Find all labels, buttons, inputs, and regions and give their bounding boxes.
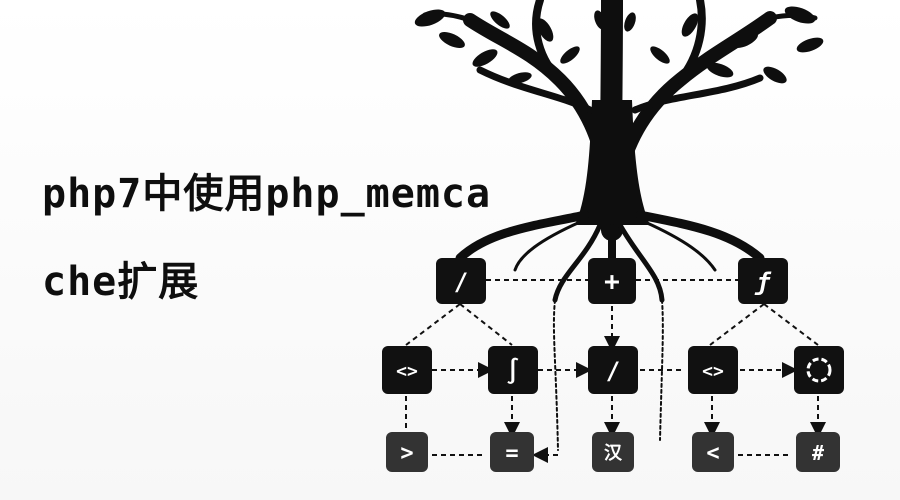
node-mid-4: <> bbox=[688, 346, 738, 394]
diagram-connectors bbox=[405, 279, 826, 463]
node-bottom-1: > bbox=[386, 432, 428, 472]
node-mid-1: <> bbox=[382, 346, 432, 394]
node-mid-5 bbox=[794, 346, 844, 394]
function-icon: ƒ bbox=[754, 268, 772, 296]
title-line-1: php7中使用php_memca bbox=[42, 171, 492, 217]
hash-icon: # bbox=[812, 441, 824, 465]
less-than-icon: < bbox=[706, 441, 719, 466]
node-bottom-3: 汉 bbox=[592, 432, 634, 472]
plus-icon: + bbox=[604, 267, 620, 297]
code-brackets-icon: <> bbox=[702, 361, 724, 382]
node-mid-3: / bbox=[588, 346, 638, 394]
tree-roots bbox=[455, 210, 765, 451]
article-title: php7中使用php_memca che扩展 bbox=[42, 150, 512, 326]
slash-icon: / bbox=[606, 357, 620, 385]
slash-icon: / bbox=[454, 268, 468, 296]
node-bottom-5: # bbox=[796, 432, 840, 472]
node-mid-2: ∫ bbox=[488, 346, 538, 394]
angle-brackets-icon: <> bbox=[396, 361, 418, 382]
tree-trunk bbox=[575, 100, 650, 225]
node-bottom-4: < bbox=[692, 432, 734, 472]
glyph-icon: 汉 bbox=[604, 443, 623, 464]
refresh-circle-icon bbox=[806, 357, 832, 383]
node-top-2: + bbox=[588, 258, 636, 304]
greater-than-icon: > bbox=[400, 441, 413, 466]
node-top-3: ƒ bbox=[738, 258, 788, 304]
node-bottom-2: = bbox=[490, 432, 534, 472]
node-top-1: / bbox=[436, 258, 486, 304]
tree-leaves bbox=[414, 6, 824, 84]
equals-icon: = bbox=[505, 441, 518, 466]
title-line-2: che扩展 bbox=[42, 259, 200, 305]
integral-icon: ∫ bbox=[506, 357, 520, 385]
